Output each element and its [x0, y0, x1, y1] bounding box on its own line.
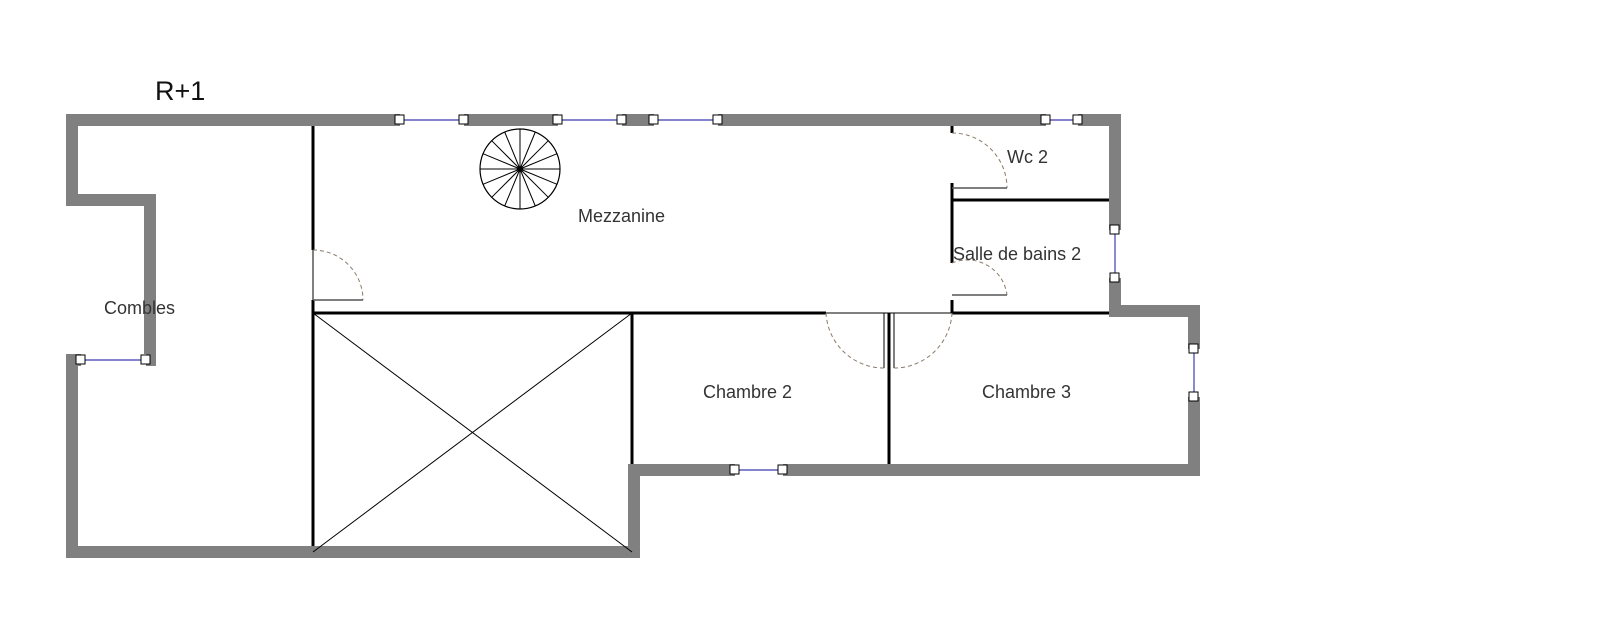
stair-tread: [519, 131, 536, 170]
room-label-mezzanine: Mezzanine: [578, 206, 665, 226]
room-label-wc: Wc 2: [1007, 147, 1048, 167]
door-bathroom: [951, 259, 1008, 296]
doors: [312, 132, 1008, 369]
windows: [75, 114, 1200, 476]
stair-tread: [482, 153, 521, 170]
door-chambre-2: [825, 312, 885, 369]
spiral-staircase-icon: [479, 128, 561, 210]
door-mezzanine-left: [312, 249, 364, 301]
stair-tread: [491, 140, 521, 170]
window-top-1: [394, 114, 469, 126]
stair-tread: [519, 140, 549, 170]
window-combles: [75, 354, 151, 366]
stair-tread: [504, 168, 521, 207]
room-label-combles: Combles: [104, 298, 175, 318]
window-chambre-3: [1188, 343, 1200, 402]
window-chambre-2: [729, 464, 788, 476]
room-label-salle-de-bains: Salle de bains 2: [953, 244, 1081, 264]
window-bathroom: [1109, 224, 1121, 283]
stair-tread: [519, 168, 558, 185]
stair-tread: [504, 131, 521, 170]
stair-tread: [519, 168, 549, 198]
stair-tread: [519, 168, 536, 207]
room-label-chambre-2: Chambre 2: [703, 382, 792, 402]
room-label-chambre-3: Chambre 3: [982, 382, 1071, 402]
exterior-wall: [66, 114, 1200, 558]
door-chambre-3: [893, 312, 953, 369]
stair-tread: [482, 168, 521, 185]
window-top-3: [648, 114, 723, 126]
partitions: [311, 126, 1109, 546]
window-top-2: [552, 114, 627, 126]
level-title: R+1: [155, 76, 205, 106]
stair-tread: [491, 168, 521, 198]
window-top-4: [1040, 114, 1083, 126]
stair-tread: [519, 153, 558, 170]
stairwell-void: [312, 312, 633, 553]
door-wc: [951, 132, 1008, 189]
